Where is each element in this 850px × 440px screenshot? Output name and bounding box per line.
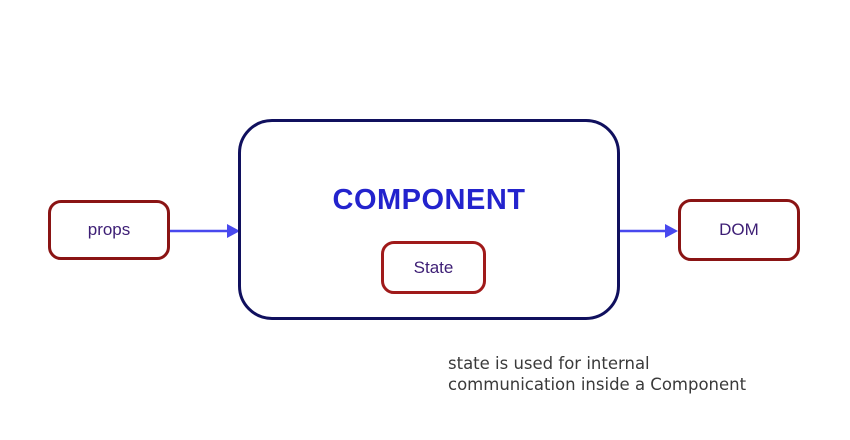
caption: state is used for internal communication…: [448, 353, 746, 395]
props-box: props: [48, 200, 170, 260]
component-box: COMPONENT State: [238, 119, 620, 320]
dom-box: DOM: [678, 199, 800, 261]
state-label: State: [413, 257, 454, 277]
caption-line-2: communication inside a Component: [448, 375, 747, 394]
component-to-dom-arrow: [620, 224, 678, 238]
component-title: COMPONENT: [332, 184, 526, 216]
props-to-component-arrow: [170, 224, 240, 238]
state-box: State: [381, 241, 486, 294]
caption-line-1: state is used for internal: [448, 354, 650, 373]
dom-label: DOM: [719, 220, 759, 239]
props-label: props: [87, 220, 131, 239]
